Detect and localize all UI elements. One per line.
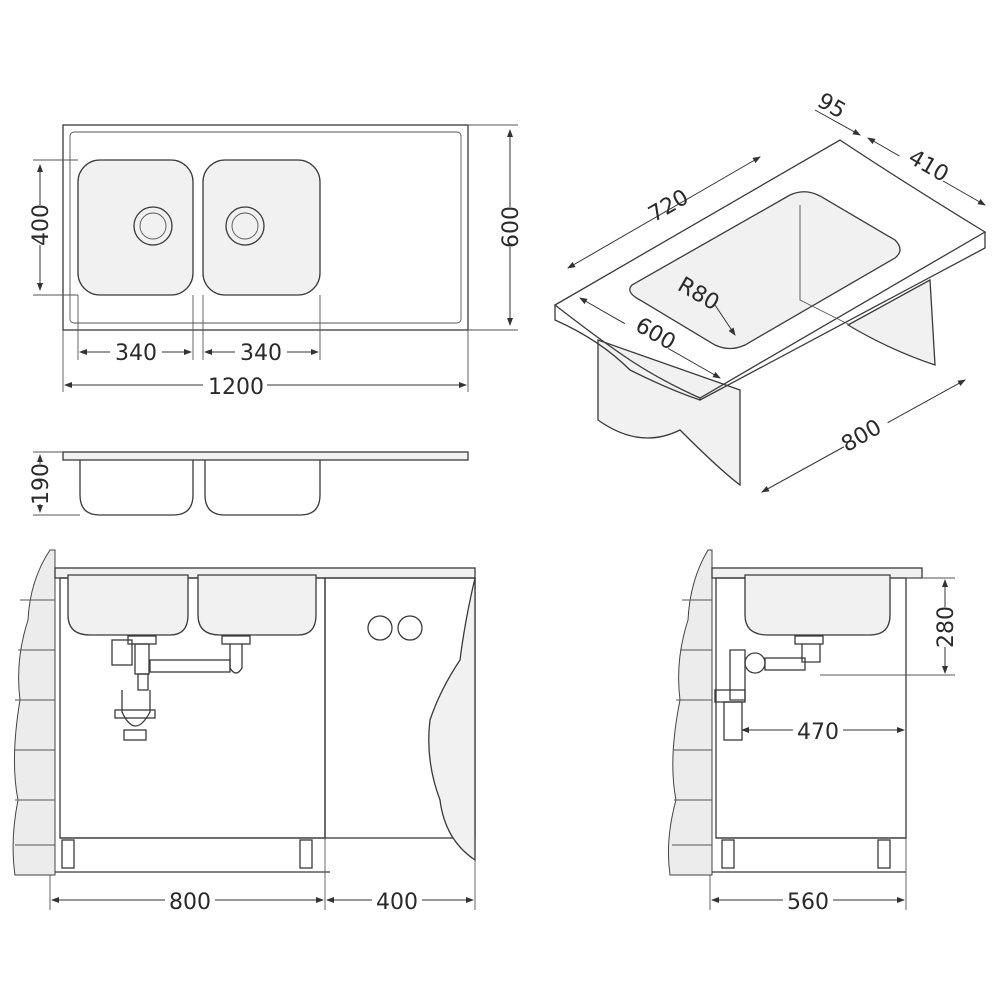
isometric-view: 720 95 410 R80 600 800	[553, 89, 987, 493]
front-install-view: 800 400	[12, 549, 476, 915]
dim-720: 720	[644, 185, 693, 228]
dim-1200: 1200	[208, 375, 264, 400]
dim-95: 95	[813, 89, 850, 125]
side-install-view: 280 470 560	[667, 549, 959, 915]
side-view: 190	[28, 451, 469, 516]
hole-icon	[397, 615, 423, 641]
dim-400-front: 400	[376, 890, 418, 915]
drain-icon	[225, 206, 265, 246]
waste-pipe	[111, 635, 251, 741]
waste-pipe-side	[714, 635, 824, 741]
dim-560: 560	[787, 890, 829, 915]
bowl-left	[77, 159, 194, 296]
dim-600: 600	[499, 206, 524, 248]
dim-400: 400	[29, 204, 54, 246]
drain-icon	[133, 206, 173, 246]
dim-190: 190	[29, 463, 54, 505]
dim-340-right: 340	[240, 341, 282, 366]
bowl-right	[202, 159, 321, 296]
dim-280: 280	[934, 606, 959, 648]
top-view: 400 600 340 340 1200	[28, 124, 524, 400]
dim-800-front: 800	[169, 890, 211, 915]
hole-icon	[367, 615, 393, 641]
dim-340-left: 340	[115, 341, 157, 366]
dim-470: 470	[797, 720, 839, 745]
